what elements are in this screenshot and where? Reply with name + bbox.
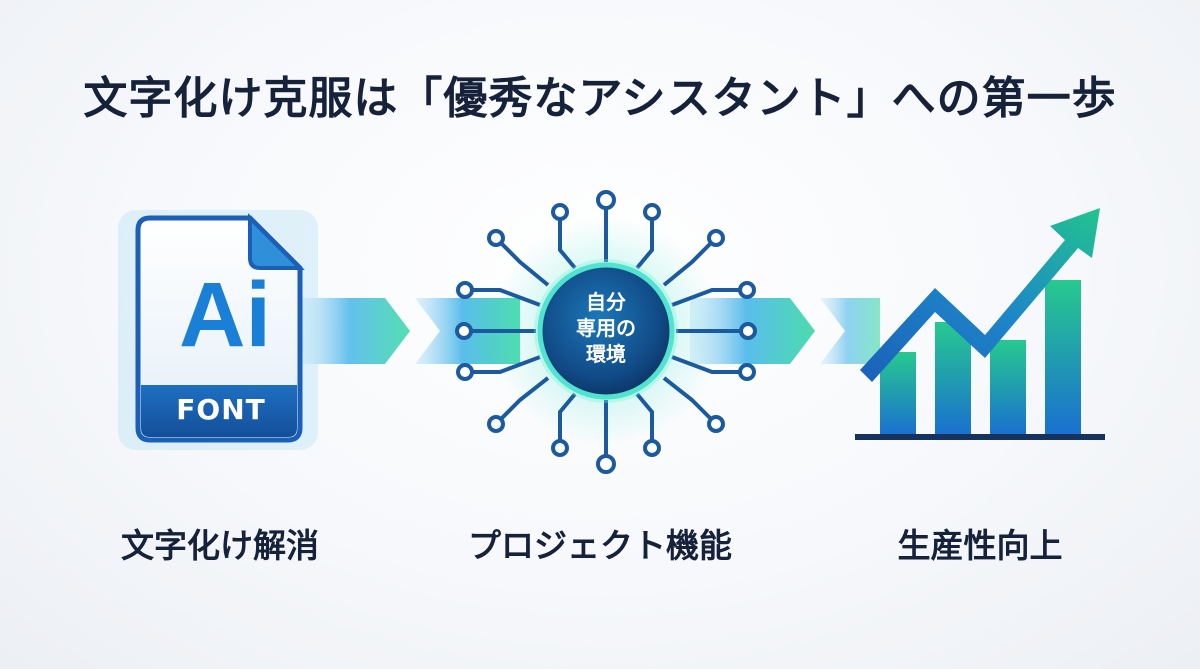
step-label-project-feature: プロジェクト機能 — [468, 526, 732, 565]
growth-chart-icon — [855, 208, 1105, 440]
connector-segment-1 — [300, 298, 410, 364]
font-icon-tag: FONT — [176, 393, 266, 426]
hub-label-line-1: 自分 — [586, 290, 626, 314]
hub-label-line-3: 環境 — [586, 342, 626, 366]
page-title: 文字化け克服は「優秀なアシスタント」への第一歩 — [83, 73, 1117, 124]
chart-baseline — [855, 434, 1105, 440]
step-label-productivity: 生産性向上 — [897, 526, 1063, 565]
chart-bar-4 — [1045, 280, 1081, 436]
circuit-traces — [470, 205, 742, 458]
chart-bar-2 — [935, 322, 971, 436]
trend-arrow — [860, 208, 1100, 382]
font-file-icon — [118, 210, 318, 450]
font-icon-letters: Ai — [179, 264, 271, 366]
hub-label: 自分 専用の 環境 — [536, 289, 676, 367]
chart-bar-3 — [990, 340, 1026, 436]
circuit-hub-icon — [534, 259, 678, 403]
step-label-mojibake-fix: 文字化け解消 — [121, 526, 319, 565]
connector-segment-4 — [820, 298, 880, 364]
hub-label-line-2: 専用の — [576, 316, 636, 340]
circuit-nodes — [455, 190, 757, 474]
